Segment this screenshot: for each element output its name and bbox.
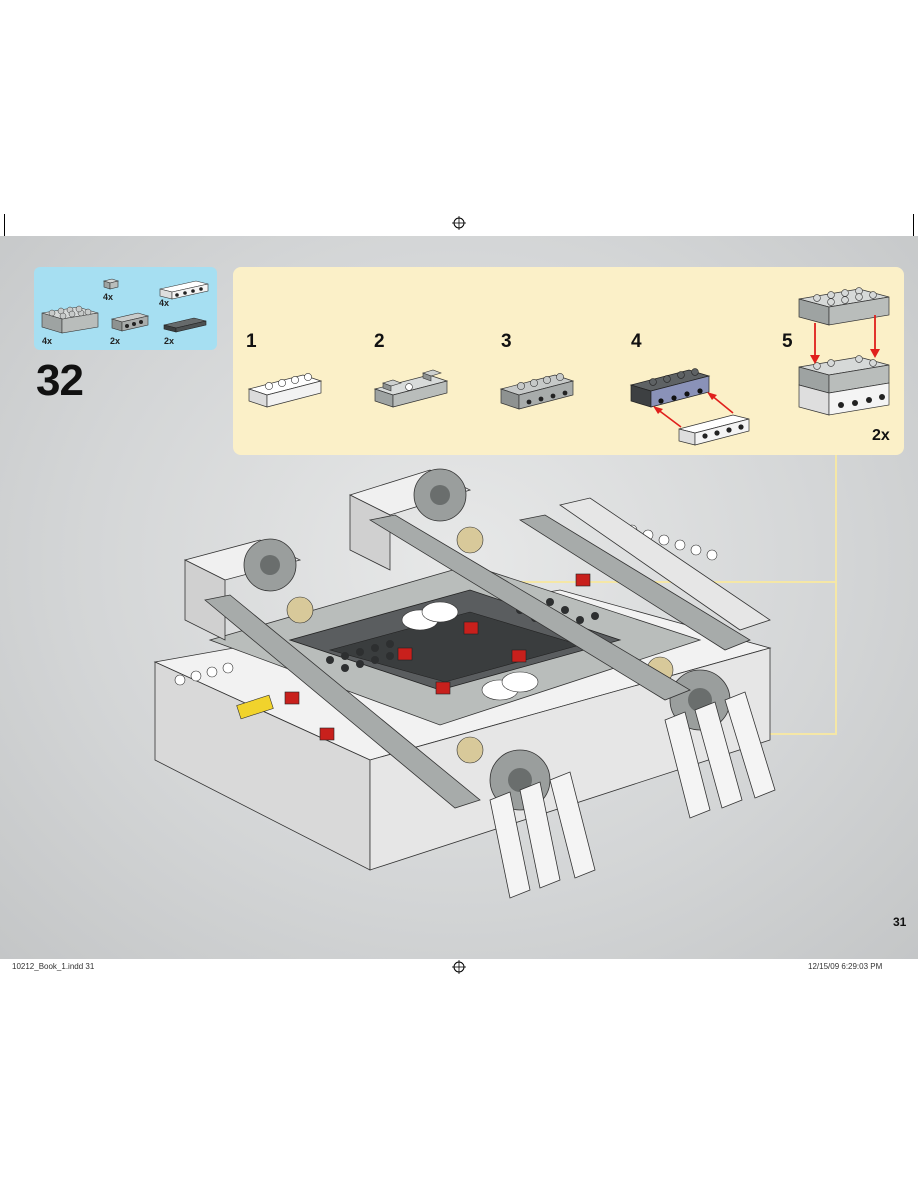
substep-1-white-technic-brick: [247, 373, 323, 408]
parts-list-box: [34, 267, 217, 350]
substep-5-stacked-bricks: [798, 287, 890, 416]
substep-number-2: 2: [374, 331, 385, 352]
plate-1x1-grey-icon: [102, 278, 120, 290]
subassembly-multiplier: 2x: [872, 427, 890, 444]
model-red-connectors: [284, 573, 591, 741]
model-yellow-axle: [236, 694, 274, 720]
parts-list-illustrations: [41, 278, 209, 334]
subassembly-illustrations: [247, 287, 890, 446]
slug-timestamp: 12/15/09 6:29:03 PM: [808, 962, 883, 971]
parts-qty-plate-dark: 2x: [164, 336, 175, 346]
registration-mark-top: [452, 216, 466, 230]
slug-file-name: 10212_Book_1.indd 31: [12, 962, 95, 971]
substep-number-3: 3: [501, 331, 512, 352]
parts-qty-technic-grey: 2x: [110, 336, 121, 346]
crop-mark-right: [913, 214, 914, 236]
substep-number-1: 1: [246, 331, 257, 352]
step-number: 32: [36, 356, 84, 405]
model-white-blocks: [401, 601, 539, 701]
substep-2-brick-with-plates: [373, 369, 449, 408]
substep-number-4: 4: [631, 331, 642, 352]
technic-brick-white-icon: [159, 280, 209, 300]
registration-mark-bottom: [452, 960, 466, 974]
model-beams: [204, 497, 771, 809]
substep-3-grey-technic-brick: [499, 373, 575, 410]
plate-1x4-dark-grey-icon: [163, 317, 207, 333]
crop-mark-left: [4, 214, 5, 236]
parts-qty-technic-white: 4x: [159, 298, 170, 308]
substep-number-5: 5: [782, 331, 793, 352]
parts-qty-plate-1x1: 4x: [103, 292, 114, 302]
brick-2x4-grey-icon: [41, 305, 99, 334]
technic-brick-grey-icon: [110, 312, 150, 332]
substep-4-dark-brick-assembly: [629, 368, 750, 446]
page-number: 31: [893, 915, 907, 929]
model-legs: [489, 691, 776, 899]
subassembly-box: [233, 267, 904, 455]
parts-qty-brick-2x4: 4x: [42, 336, 53, 346]
